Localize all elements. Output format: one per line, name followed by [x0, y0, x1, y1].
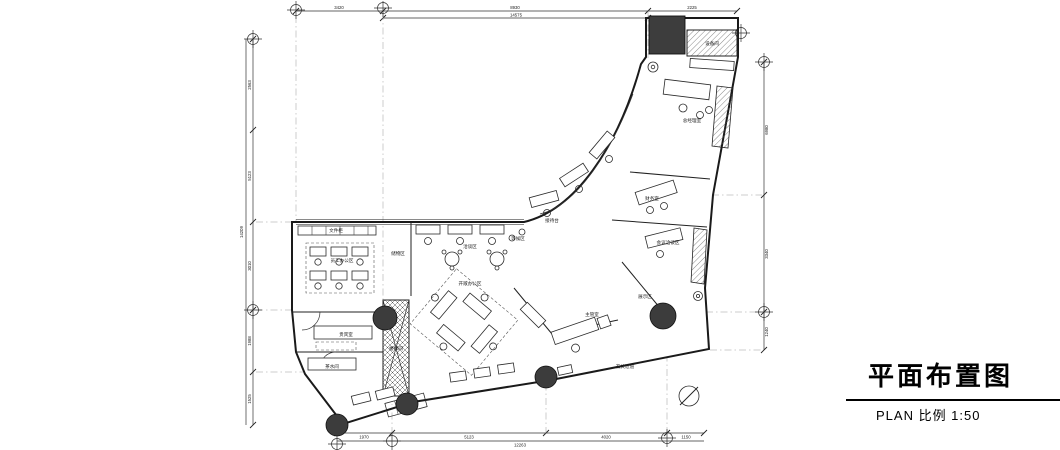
plan-label: 文件柜 — [329, 227, 343, 234]
furniture — [297, 58, 735, 418]
plan-label: 财务室 — [645, 195, 659, 202]
plan-label: 储物区 — [391, 250, 405, 257]
grid-bubbles — [244, 1, 773, 450]
plan-label: 接待台 — [545, 217, 559, 224]
plan-label: 洽谈区 — [463, 243, 477, 250]
plan-label: 等候区 — [511, 235, 525, 242]
plan-label: 主管室 — [585, 311, 599, 318]
plan-label: 设备间 — [705, 40, 719, 47]
plan-label: 14575 — [510, 13, 523, 18]
plan-label: 3010 — [247, 261, 252, 271]
plan-label: 贵宾室 — [339, 331, 353, 338]
elevator-shaft — [648, 15, 686, 55]
plan-label: 玄关过道 — [616, 363, 635, 370]
plan-label: 5123 — [464, 435, 474, 440]
walls — [291, 15, 739, 426]
plan-label: 茶水间 — [325, 363, 339, 370]
workstation-cluster — [409, 268, 519, 376]
plan-label: 14209 — [239, 225, 244, 238]
slashed-circle-symbol — [678, 385, 700, 407]
title-block: 平面布置图 PLAN 比例 1:50 — [846, 356, 1060, 424]
supervisor-desk — [550, 314, 612, 353]
plan-label: 1970 — [359, 435, 369, 440]
plan-label: 总经理室 — [683, 117, 702, 123]
dimension-lines — [244, 1, 773, 450]
plan-label: 1525 — [247, 394, 252, 404]
plan-label: 开敞办公区 — [459, 280, 482, 287]
plan-label: 会议洽谈区 — [657, 239, 680, 246]
page-title: 平面布置图 — [868, 361, 1014, 391]
plan-label: 5123 — [247, 171, 252, 181]
equipment-room-hatch — [686, 29, 738, 57]
plan-label: 1150 — [681, 435, 691, 440]
plan-label: 1988 — [247, 336, 252, 346]
plan-label: 员工办公区 — [331, 257, 354, 264]
plan-label: 1240 — [764, 327, 769, 337]
plan-label: 4020 — [601, 435, 611, 440]
plan-label: 12263 — [514, 443, 527, 448]
plan-label: 2225 — [687, 5, 697, 10]
plan-label: 楼梯间 — [389, 345, 403, 352]
plan-label: 8930 — [510, 5, 520, 10]
plan-scale: PLAN 比例 1:50 — [876, 408, 981, 423]
plan-label: 3340 — [764, 249, 769, 259]
plan-label: 展示区 — [638, 294, 652, 300]
plan-label: 6980 — [764, 125, 769, 135]
columns — [325, 302, 677, 437]
side-cabinet-hatched — [690, 227, 708, 285]
plan-label: 2563 — [247, 80, 252, 90]
wall-cabinet-hatched — [711, 85, 734, 149]
plan-label: 3420 — [334, 5, 344, 10]
title-rule — [846, 399, 1060, 401]
